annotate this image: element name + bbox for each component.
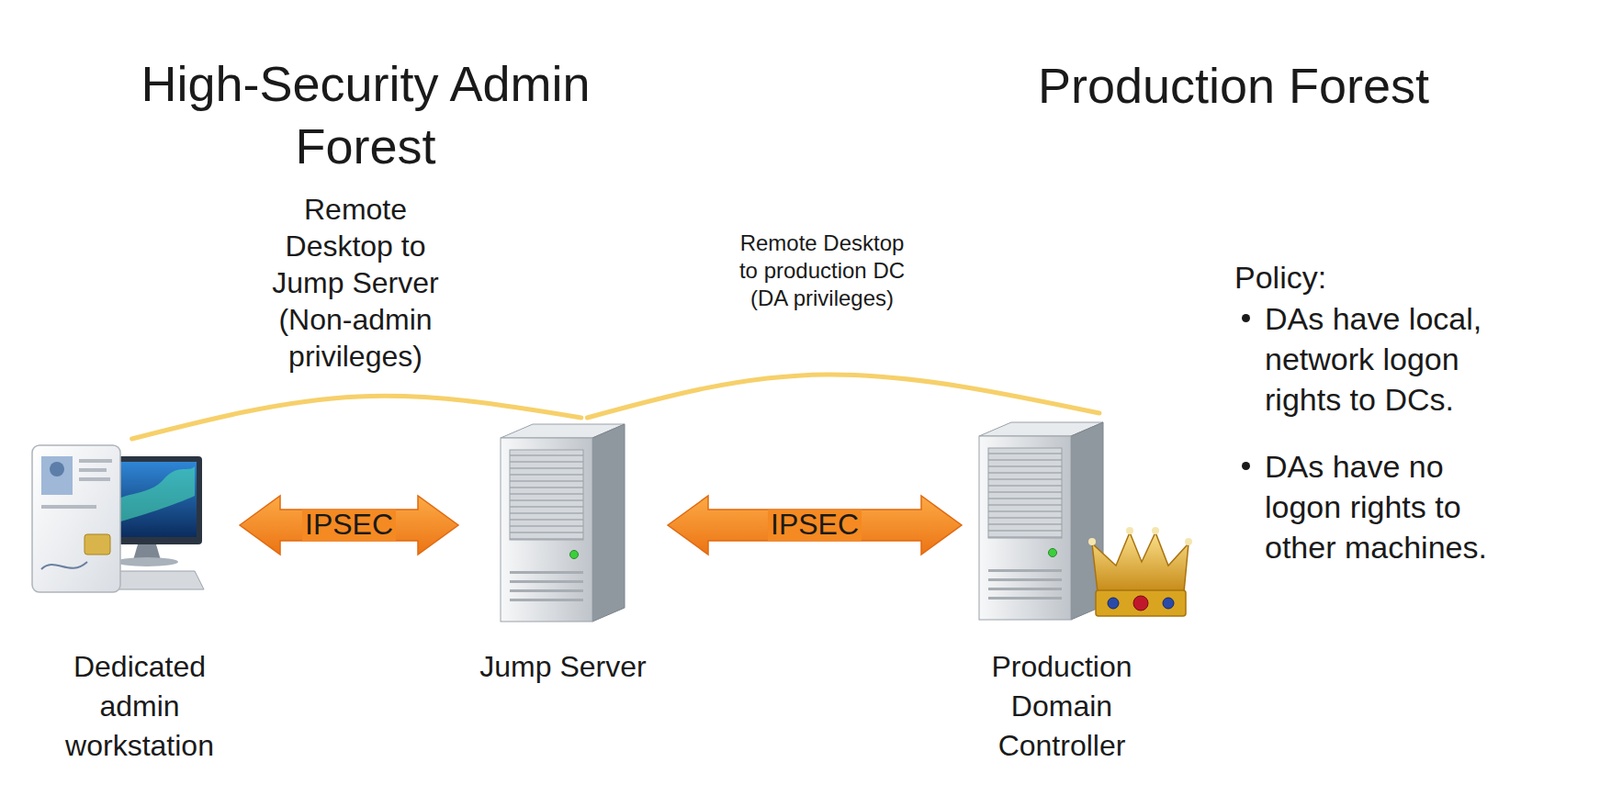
edge-label-slot: IPSEC (302, 509, 396, 541)
forest-region: Production Domain Controller Production F… (869, 5, 1598, 805)
text-slot: Dedicated admin workstation (47, 647, 232, 767)
region-title: High-Security Admin Forest (67, 53, 665, 178)
card-line (78, 459, 113, 463)
connection-label: Remote Desktop to production DC (DA priv… (734, 229, 910, 313)
keyboard (93, 571, 204, 590)
node-label: Dedicated admin workstation (47, 647, 232, 767)
text-slot: Production Domain Controller (969, 647, 1154, 767)
policy-text: Policy: (1234, 257, 1510, 298)
card-signature (41, 562, 88, 570)
workstation-icon (32, 445, 204, 593)
edge-label-slot: IPSEC (767, 509, 862, 541)
monitor (91, 456, 203, 545)
ipsec-arrow (667, 495, 962, 555)
edge-label-slot: Remote Desktop to production DC (DA priv… (734, 229, 910, 313)
node-label: Production Domain Controller (969, 647, 1154, 767)
monitor-stand (133, 544, 161, 561)
card-photo (41, 456, 73, 496)
edge-label-slot: Remote Desktop to Jump Server (Non-admin… (263, 191, 448, 375)
text-slot: Policy: (1234, 257, 1510, 298)
card-photo-head (49, 461, 65, 477)
ipsec-arrow (239, 495, 459, 555)
machine-node: Production Domain Controller (965, 413, 1159, 773)
node-label: Jump Server (466, 647, 660, 688)
connection-label: Remote Desktop to Jump Server (Non-admin… (263, 191, 448, 375)
region-outline (869, 5, 1598, 805)
card-line (78, 468, 107, 473)
machine-node: Dedicated admin workstation (43, 439, 237, 773)
bullet-dot (1241, 314, 1251, 323)
text-slot: High-Security Admin Forest (67, 53, 665, 178)
text-slot: Production Forest (869, 55, 1598, 118)
server-icon (500, 424, 625, 622)
text-slot: DAs have local, network logon rights to … (1264, 298, 1511, 420)
screen (97, 461, 197, 538)
card-chip (84, 534, 111, 555)
card-line (41, 505, 97, 509)
card-line (78, 477, 111, 482)
policy-text: DAs have no logon rights to other machin… (1264, 446, 1511, 568)
region-shape (11, 7, 770, 804)
aurora (99, 466, 195, 529)
server-icon (979, 422, 1104, 620)
machine-node: Jump Server (461, 417, 665, 694)
remote-desktop-path (586, 374, 1100, 418)
policy-text: DAs have local, network logon rights to … (1264, 298, 1511, 420)
crown-icon (1088, 527, 1193, 617)
forest-region: Dedicated admin workstation Jump Server Hi… (10, 5, 771, 805)
bullet-dot (1241, 461, 1251, 471)
ipsec-label: IPSEC (767, 509, 862, 541)
text-slot: DAs have no logon rights to other machin… (1264, 446, 1511, 568)
smart-card (32, 445, 121, 593)
region-shape (871, 7, 1597, 804)
region-title: Production Forest (869, 55, 1598, 118)
monitor-base (115, 557, 179, 567)
remote-desktop-path (132, 395, 582, 440)
ipsec-label: IPSEC (302, 509, 396, 541)
text-slot: Jump Server (466, 647, 660, 688)
